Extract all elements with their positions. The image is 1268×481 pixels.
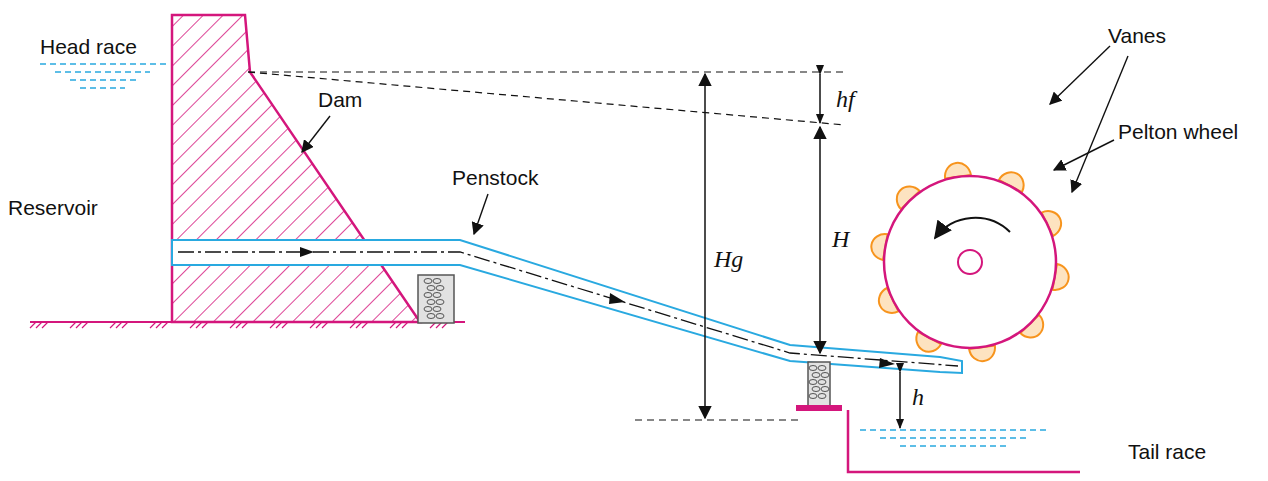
pier-stone	[809, 366, 817, 371]
ground-tick	[30, 322, 48, 328]
ground-tick	[150, 322, 168, 328]
pier-stone	[818, 394, 826, 399]
rotation-arrow	[935, 218, 1010, 238]
pier-stone	[818, 380, 826, 385]
pier-stone	[427, 300, 435, 305]
pier-stone	[809, 394, 817, 399]
head-race-water	[40, 64, 170, 88]
anchor-pier	[418, 275, 842, 411]
pier-stone	[436, 286, 444, 291]
dimension-label: hf	[836, 86, 855, 112]
pier-stone	[436, 300, 444, 305]
pier-stone	[427, 314, 435, 319]
leader-lines	[302, 46, 1128, 234]
pier-stone	[424, 279, 432, 284]
dimension-label: H	[832, 226, 849, 252]
pier-stone	[812, 373, 820, 378]
pier-stone	[821, 373, 829, 378]
part-label: Dam	[318, 88, 362, 111]
part-label: Vanes	[1108, 24, 1166, 47]
dam	[172, 15, 420, 322]
vanes	[869, 161, 1070, 363]
pier-stone	[424, 293, 432, 298]
part-label: Penstock	[452, 166, 538, 189]
pier-stone	[427, 286, 435, 291]
part-label: Pelton wheel	[1118, 120, 1238, 143]
pier-stone	[809, 380, 817, 385]
dimension-arrows	[705, 74, 900, 428]
pier-stone	[433, 279, 441, 284]
pier-stone	[818, 366, 826, 371]
head-lines	[248, 72, 845, 420]
wheel-hub	[958, 250, 982, 274]
pier-stone	[433, 293, 441, 298]
pier-stone	[424, 307, 432, 312]
dimension-label: h	[912, 384, 924, 410]
ground-tick	[110, 322, 128, 328]
pier-stone	[433, 307, 441, 312]
pier-stone	[812, 387, 820, 392]
flow-line	[178, 252, 958, 366]
pier-stone	[821, 387, 829, 392]
pier-stone	[436, 314, 444, 319]
ground-tick	[70, 322, 88, 328]
dimension-label: Hg	[714, 246, 743, 272]
pelton-wheel	[884, 176, 1056, 348]
penstock-pipe	[172, 240, 962, 373]
flow-arrows	[300, 247, 895, 368]
tail-race	[848, 410, 1080, 472]
label: Tail race	[1128, 440, 1206, 463]
label: Head race	[40, 35, 137, 58]
label: Reservoir	[8, 196, 98, 219]
